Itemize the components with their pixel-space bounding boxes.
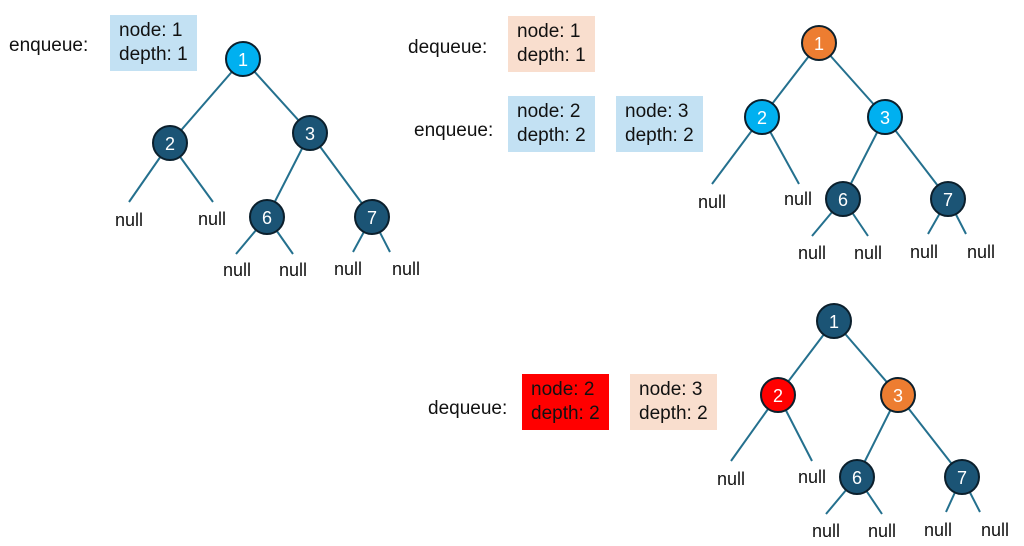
null-leaf-label: null: [717, 469, 745, 489]
queue-entry-box: node: 2 depth: 2: [508, 96, 595, 152]
null-leaf-label: null: [334, 259, 362, 279]
node-circle: [801, 25, 837, 61]
node-label: 1: [814, 34, 824, 54]
tree-node-n2: 2: [744, 99, 780, 135]
node-label: 6: [852, 468, 862, 488]
node-circle: [744, 99, 780, 135]
tree-node-n1: 1: [816, 303, 852, 339]
queue-entry-box: node: 3 depth: 2: [616, 96, 703, 152]
node-label: 1: [829, 312, 839, 332]
null-leaf-label: null: [910, 242, 938, 262]
current-entry-node: node: 2: [531, 379, 595, 400]
tree-node-n2: 2: [760, 377, 796, 413]
null-leaf-label: null: [868, 521, 896, 541]
node-label: 3: [880, 108, 890, 128]
null-leaf-label: null: [924, 520, 952, 540]
null-leaf-label: null: [798, 467, 826, 487]
dequeue-label: dequeue:: [428, 398, 508, 419]
node-circle: [249, 199, 285, 235]
dequeue-label: dequeue:: [408, 37, 488, 58]
node-label: 6: [838, 190, 848, 210]
null-leaf-label: null: [698, 192, 726, 212]
queue-entry-depth: depth: 2: [639, 403, 708, 424]
tree-node-n6: 6: [249, 199, 285, 235]
enqueue-label: enqueue:: [9, 35, 89, 56]
null-leaf-label: null: [115, 210, 143, 230]
null-leaf-label: null: [223, 260, 251, 280]
node-circle: [354, 199, 390, 235]
binary-tree: 1 2 3 6 7 null null null null null null: [717, 303, 1009, 541]
tree-node-n7: 7: [930, 181, 966, 217]
dequeued-entry-box: node: 1 depth: 1: [508, 16, 595, 72]
queue-entry-node: node: 3: [639, 379, 703, 400]
node-circle: [816, 303, 852, 339]
node-circle: [825, 181, 861, 217]
null-leaf-label: null: [798, 243, 826, 263]
queue-entry-node: node: 3: [625, 101, 689, 122]
node-label: 2: [773, 386, 783, 406]
null-leaf-label: null: [812, 521, 840, 541]
null-leaf-label: null: [279, 260, 307, 280]
tree-node-n1: 1: [225, 41, 261, 77]
dequeued-entry-depth: depth: 1: [517, 45, 586, 66]
queue-entry-box: node: 1 depth: 1: [110, 15, 197, 71]
tree-node-n1: 1: [801, 25, 837, 61]
tree-node-n2: 2: [152, 125, 188, 161]
tree-node-n7: 7: [354, 199, 390, 235]
node-label: 6: [262, 208, 272, 228]
node-circle: [225, 41, 261, 77]
null-leaf-label: null: [967, 242, 995, 262]
queue-entry-node: node: 1: [119, 20, 183, 41]
tree-node-n6: 6: [825, 181, 861, 217]
node-label: 2: [757, 108, 767, 128]
tree-node-n7: 7: [944, 459, 980, 495]
tree-node-n6: 6: [839, 459, 875, 495]
node-label: 3: [893, 386, 903, 406]
node-circle: [292, 115, 328, 151]
node-label: 3: [305, 124, 315, 144]
node-label: 7: [367, 208, 377, 228]
dequeued-entry-node: node: 1: [517, 21, 581, 42]
null-leaf-label: null: [854, 243, 882, 263]
tree-node-n3: 3: [292, 115, 328, 151]
tree-node-n3: 3: [867, 99, 903, 135]
binary-tree: 1 2 3 6 7 null null null null null null: [115, 41, 420, 280]
node-label: 1: [238, 50, 248, 70]
node-label: 2: [165, 134, 175, 154]
null-leaf-label: null: [198, 209, 226, 229]
node-circle: [760, 377, 796, 413]
node-circle: [867, 99, 903, 135]
node-circle: [839, 459, 875, 495]
null-leaf-label: null: [392, 259, 420, 279]
node-label: 7: [943, 190, 953, 210]
enqueue-label: enqueue:: [414, 120, 494, 141]
node-circle: [930, 181, 966, 217]
queue-entry-depth: depth: 2: [517, 125, 586, 146]
node-label: 7: [957, 468, 967, 488]
queue-entry-depth: depth: 2: [625, 125, 694, 146]
tree-edge: [169, 58, 244, 144]
node-circle: [880, 377, 916, 413]
current-entry-depth: depth: 2: [531, 403, 600, 424]
queue-entry-depth: depth: 1: [119, 44, 188, 65]
queue-entry-box: node: 3 depth: 2: [630, 374, 717, 430]
tree-node-n3: 3: [880, 377, 916, 413]
null-leaf-label: null: [784, 189, 812, 209]
current-entry-box: node: 2 depth: 2: [522, 374, 609, 430]
node-circle: [152, 125, 188, 161]
binary-tree: 1 2 3 6 7 null null null null null null: [698, 25, 995, 263]
null-leaf-label: null: [981, 520, 1009, 540]
node-circle: [944, 459, 980, 495]
queue-entry-node: node: 2: [517, 101, 581, 122]
